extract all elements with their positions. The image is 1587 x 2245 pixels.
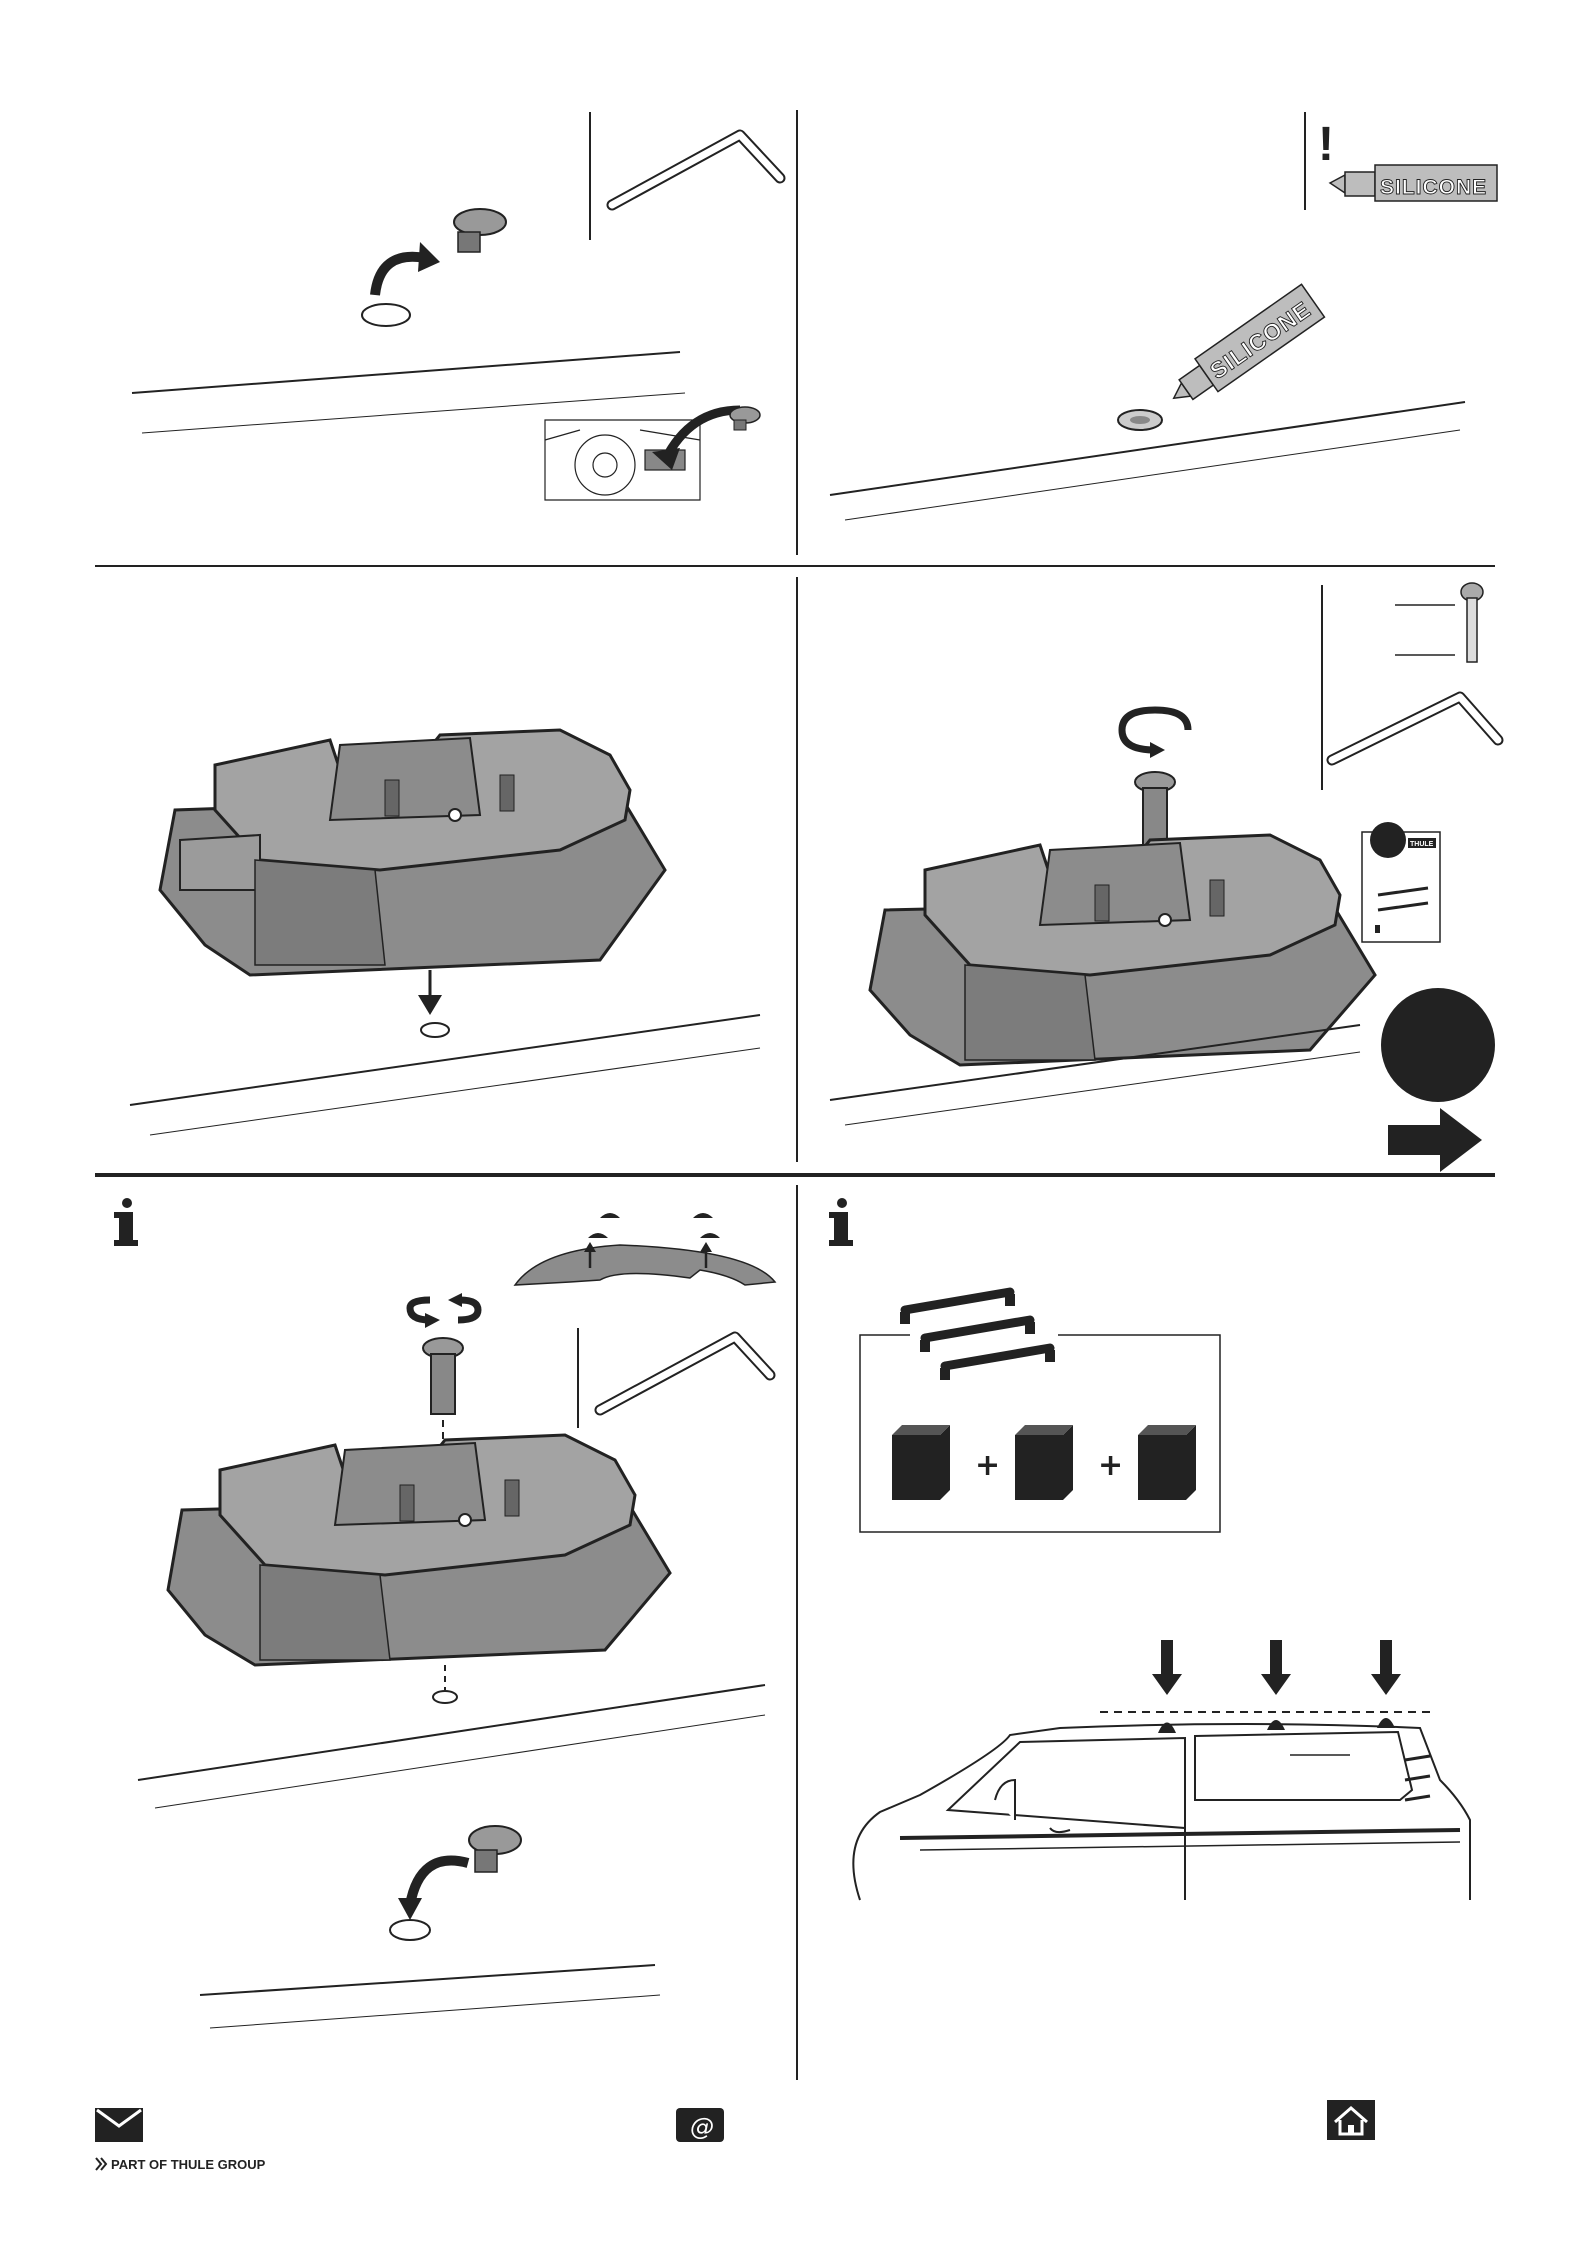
mini-instruction-card: THULE — [1362, 822, 1440, 942]
panel-fasten-foot: THULE — [800, 570, 1587, 1170]
roof-cap-icon — [454, 209, 506, 252]
svg-text:+: + — [1098, 1448, 1123, 1483]
info-icon — [829, 1198, 853, 1246]
divider-horizontal-2 — [95, 1173, 1495, 1177]
allen-key-icon — [612, 135, 780, 205]
roof-foot-icon — [168, 1435, 670, 1665]
curved-arrow-icon — [375, 257, 425, 295]
roof-foot-icon — [160, 730, 665, 975]
car-interior-icon — [545, 420, 700, 500]
roof-hole — [362, 304, 410, 326]
roof-hole — [390, 1920, 430, 1940]
step-circle — [1381, 988, 1495, 1102]
bolt-part-icon — [1461, 583, 1483, 662]
svg-text:SILICONE: SILICONE — [1380, 176, 1487, 199]
warning-mark: ! — [1318, 118, 1334, 171]
allen-key-icon — [600, 1337, 770, 1410]
mail-icon — [95, 2108, 143, 2142]
rotate-arrow-icon — [410, 1293, 478, 1328]
divider-horizontal-1 — [95, 565, 1495, 567]
thule-chevron-icon — [95, 2157, 107, 2171]
bolt-icon — [1135, 772, 1175, 848]
info-icon — [114, 1198, 138, 1246]
next-page-arrow-icon — [1388, 1108, 1482, 1172]
svg-text:+: + — [975, 1448, 1000, 1483]
roof-hole — [421, 1023, 449, 1037]
roof-cap-small-icon — [730, 407, 760, 430]
part-of-thule-group-text: PART OF THULE GROUP — [111, 2157, 265, 2172]
silicone-tube-applying-icon: SILICONE — [1162, 284, 1324, 414]
roof-hole — [433, 1691, 457, 1703]
car-side-icon — [853, 1724, 1470, 1900]
silicone-tube-icon: SILICONE — [1330, 165, 1497, 201]
panel-info-three-bars: + + — [800, 1180, 1587, 2080]
roof-removal-icon — [515, 1213, 775, 1285]
foot-kit-box-icon — [892, 1425, 950, 1500]
foot-kit-box-icon — [1015, 1425, 1073, 1500]
bolt-icon — [423, 1338, 463, 1414]
roof-cap-icon — [469, 1826, 521, 1872]
roof-foot-icon — [870, 835, 1375, 1065]
house-icon — [1327, 2100, 1375, 2140]
rotate-arrow-icon — [1122, 710, 1188, 758]
panel-info-remove-foot — [0, 1180, 800, 2080]
down-arrow-icon — [418, 995, 442, 1015]
panel-remove-cap — [0, 0, 800, 560]
down-arrow-icon — [1152, 1640, 1401, 1695]
foot-kit-box-icon — [1138, 1425, 1196, 1500]
panel-silicone: ! SILICONE SILICONE — [800, 0, 1587, 560]
svg-text:THULE: THULE — [1410, 841, 1434, 848]
panel-place-foot — [0, 570, 800, 1170]
svg-text:@: @ — [690, 2113, 714, 2141]
at-icon: @ — [676, 2108, 724, 2142]
allen-key-icon — [1332, 697, 1498, 760]
